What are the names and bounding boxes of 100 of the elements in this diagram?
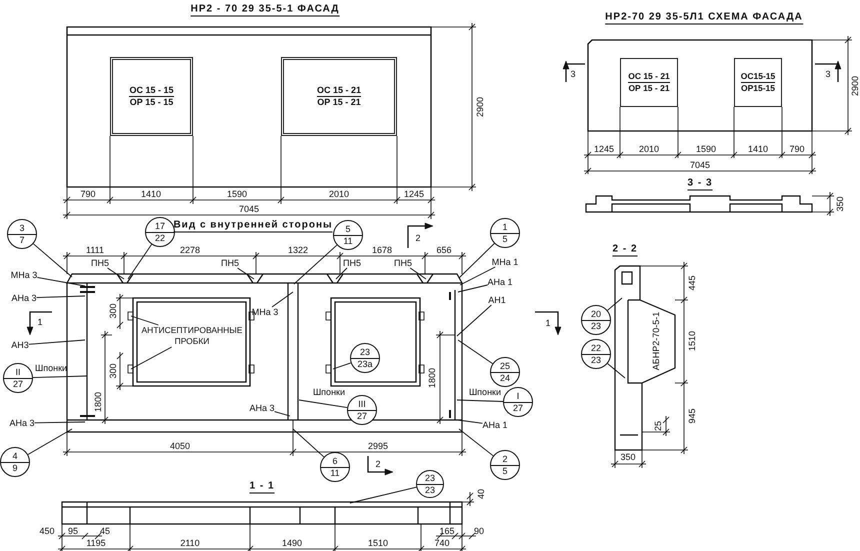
part-label: Шпонки [35,363,68,373]
leader-line [458,340,494,364]
view-title: Вид с внутренней стороны [173,220,333,232]
section-mark-number: 2 [376,459,380,469]
leader-line [458,420,483,424]
dimension-value: 1590 [226,189,248,199]
wall-panel-drawing [66,273,463,433]
callout-number: 22 [590,342,601,354]
window-mark: ОС15-15 [740,71,776,83]
dimension-value: 45 [100,526,110,536]
leader-line [607,298,622,311]
panel-mark: АБНР2-70-5-1 [651,312,661,370]
part-label: ПН5 [221,258,239,268]
dimension-value: 1800 [427,368,437,388]
window-mark: ОС 15 - 21 [628,71,670,83]
leader-line [32,243,72,278]
callout-number: 23 [590,320,601,332]
callout-number: 5 [502,233,508,245]
section-mark-number: 3 [570,69,576,79]
callout-number: 23 [360,346,370,358]
section-mark-number: 3 [826,69,830,79]
part-label: Шпонки [468,387,501,397]
callout-number: 5 [502,465,508,477]
part-label: АН3 [11,340,29,350]
leader-line [272,292,294,308]
leader-line [237,268,254,280]
dimension-value: 2995 [368,441,388,451]
part-label: МНа 3 [252,307,278,317]
dimension-value: 1111 [86,245,104,255]
dimension-value: 450 [39,526,55,536]
dimension-value: 40 [476,489,486,499]
part-label: АНа 3 [10,418,34,428]
leader-line [458,284,488,292]
part-label: АНа 3 [250,403,274,413]
part-label: ПН5 [343,258,361,268]
leader-line [458,243,495,278]
leader-line [294,244,338,284]
dimension-value: 300 [108,363,118,379]
leader-line [460,266,496,286]
section-drawing [61,501,463,525]
callout-number: II [15,366,20,378]
leader-line [332,362,352,370]
dimension-value: 2900 [475,96,485,118]
dimension-value: 1800 [93,392,103,412]
leader-line [350,486,417,504]
dimension-value: 1490 [282,538,302,548]
dimension-value: 4050 [170,441,190,451]
leader-line [456,304,492,336]
window-opening [734,58,782,107]
callout-number: 17 [154,220,165,232]
dimension-value: 1410 [748,144,768,154]
leader-line [107,268,124,280]
dimension-value: 2900 [850,76,860,96]
leader-line [130,346,172,370]
dimension-value: 445 [687,275,697,291]
dimension-value: 2010 [328,189,350,199]
window-opening [620,58,678,107]
section-title: 2 - 2 [612,244,638,256]
callout-number: 27 [512,402,523,414]
window-mark: ОР 15 - 21 [317,97,361,108]
part-label: АНа 1 [488,277,512,287]
callout-number: 1 [502,221,508,233]
leader-line [36,276,86,286]
leader-line [336,268,348,280]
leader-line [292,428,324,458]
part-label: ПН5 [91,258,109,268]
part-label: МНа 1 [492,257,518,267]
callout-number: 24 [500,372,510,384]
callout-number: III [358,398,366,410]
callout-number: 3 [19,222,24,234]
callout-number: 27 [12,378,23,390]
dimension-value: 1410 [140,189,162,199]
dimension-value: 1245 [404,189,424,199]
leader-line [32,376,88,378]
dimension-value: 300 [108,303,118,319]
dimension-value: 656 [436,245,452,255]
callout-number: I [516,390,520,402]
dimension-value: 2110 [180,538,200,548]
dimension-value: 2010 [638,144,660,154]
part-label: АНТИСЕПТИРОВАННЫЕ ПРОБКИ [140,325,244,347]
part-label: Шпонки [312,387,345,397]
dimension-value: 1245 [594,144,614,154]
dimension-value: 165 [439,526,455,536]
section-drawing [614,265,676,451]
dimension-value: 25 [653,421,663,431]
dimension-value: 7045 [238,204,260,214]
section-mark-number: 1 [38,317,42,327]
window-mark: ОС 15 - 21 [316,85,362,97]
dimension-value: 740 [434,538,450,548]
part-label: АНа 3 [12,293,36,303]
view-title: НР2-70 29 35-5Л1 СХЕМА ФАСАДА [605,12,803,24]
leader-line [28,340,86,345]
leader-line [607,363,626,378]
dimension-value: 7045 [690,160,710,170]
leader-line [456,400,504,402]
leader-line [130,316,159,326]
leader-line [34,422,86,424]
leader-line [274,411,290,416]
dimension-value: 95 [68,526,78,536]
section-mark-number: 1 [546,318,550,328]
